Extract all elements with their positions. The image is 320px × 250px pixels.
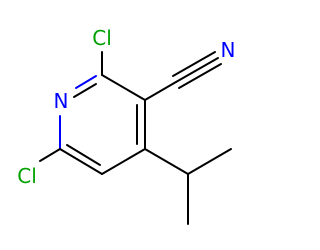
atom-label-cl-top: Cl — [92, 26, 112, 50]
bond-c4-ch — [144, 148, 189, 175]
bond-c2-n-inner — [73, 83, 97, 98]
bond-c3-cn — [144, 81, 177, 101]
nitrile-triple-1 — [175, 57, 219, 83]
atom-label-n-ring: N — [54, 89, 69, 113]
molecule-drawing: Cl N N Cl — [17, 26, 236, 225]
atom-label-cl-bottom: Cl — [17, 164, 37, 188]
bond-c2-c3 — [101, 74, 146, 101]
bond-c4-c5 — [101, 148, 146, 175]
nitrile-triple-2 — [172, 51, 216, 77]
bond-c6-cl — [39, 148, 61, 162]
atom-label-n-nitrile: N — [221, 38, 236, 62]
bond-n-c2 — [75, 75, 97, 89]
bond-ch-ch3-up — [187, 148, 232, 175]
nitrile-triple-3 — [178, 63, 222, 89]
bond-c5-c6-inner — [66, 144, 101, 166]
structure-diagram: Cl N N Cl — [17, 26, 236, 225]
bond-c5-c6 — [59, 148, 103, 175]
